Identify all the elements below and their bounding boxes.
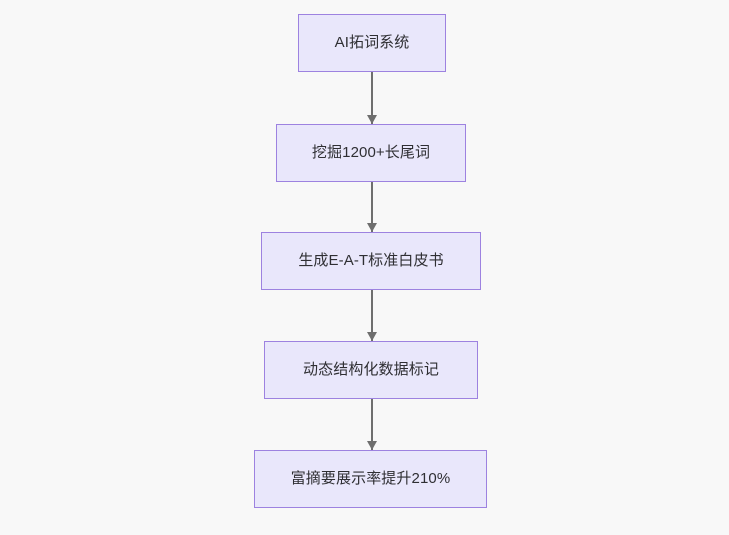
flow-connector [367,182,377,232]
flow-connector [367,290,377,341]
flow-node-n4[interactable]: 动态结构化数据标记 [264,341,478,399]
arrowhead-down-icon [367,441,377,450]
flow-node-label: 挖掘1200+长尾词 [311,144,431,161]
arrowhead-down-icon [367,332,377,341]
arrowhead-down-icon [367,115,377,124]
connector-line [371,399,373,450]
connector-line [371,182,373,232]
flow-connector [367,72,377,124]
arrowhead-down-icon [367,223,377,232]
flow-node-label: AI拓词系统 [334,34,410,51]
flow-node-label: 富摘要展示率提升210% [290,470,451,487]
flow-node-label: 生成E-A-T标准白皮书 [298,252,444,269]
connector-line [371,290,373,341]
connector-line [371,72,373,124]
flow-node-n5[interactable]: 富摘要展示率提升210% [254,450,487,508]
flow-connector [367,399,377,450]
flow-node-n2[interactable]: 挖掘1200+长尾词 [276,124,466,182]
flow-node-label: 动态结构化数据标记 [303,361,439,378]
flow-node-n1[interactable]: AI拓词系统 [298,14,446,72]
flow-node-n3[interactable]: 生成E-A-T标准白皮书 [261,232,481,290]
